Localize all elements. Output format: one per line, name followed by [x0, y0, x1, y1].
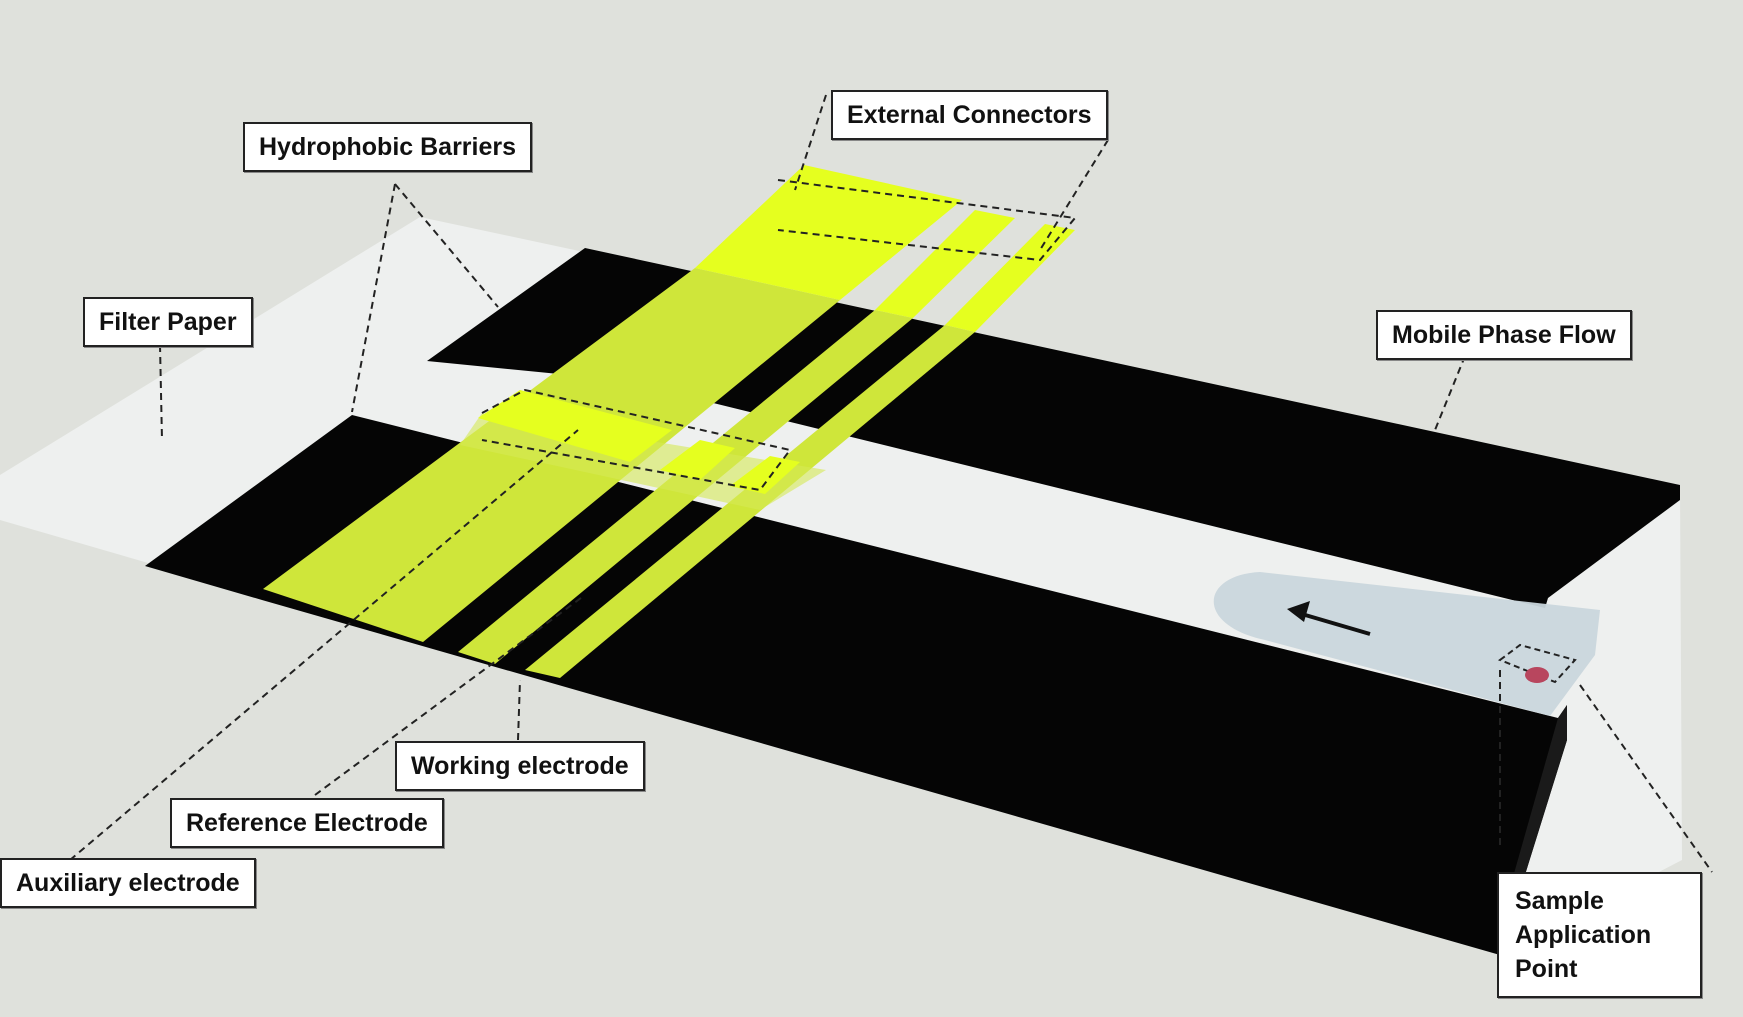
label-sample-application-point: Sample Application Point: [1497, 872, 1702, 998]
label-hydrophobic-barriers: Hydrophobic Barriers: [243, 122, 533, 172]
external-connector-aux: [695, 165, 962, 300]
label-working-electrode: Working electrode: [395, 741, 645, 791]
label-sample-line-2: Application: [1515, 921, 1652, 949]
external-connector-ref: [875, 210, 1015, 318]
electrode-pad-work: [730, 456, 800, 494]
flow-arrow: [1287, 601, 1371, 636]
label-reference-electrode: Reference Electrode: [170, 798, 444, 848]
electrode-pad-ref: [660, 440, 735, 480]
label-auxiliary-electrode: Auxiliary electrode: [0, 858, 256, 908]
label-sample-line-3: Point: [1515, 955, 1578, 983]
label-mobile-phase-flow: Mobile Phase Flow: [1376, 310, 1632, 360]
label-external-connectors: External Connectors: [831, 90, 1108, 140]
sample-dot: [1525, 667, 1549, 683]
electrode-pad-aux: [478, 390, 672, 462]
leader-lines: [69, 94, 1713, 873]
label-sample-line-1: Sample: [1515, 887, 1604, 915]
mobile-phase-region: [1213, 572, 1600, 716]
label-filter-paper: Filter Paper: [83, 297, 253, 347]
external-connector-work: [945, 224, 1075, 332]
